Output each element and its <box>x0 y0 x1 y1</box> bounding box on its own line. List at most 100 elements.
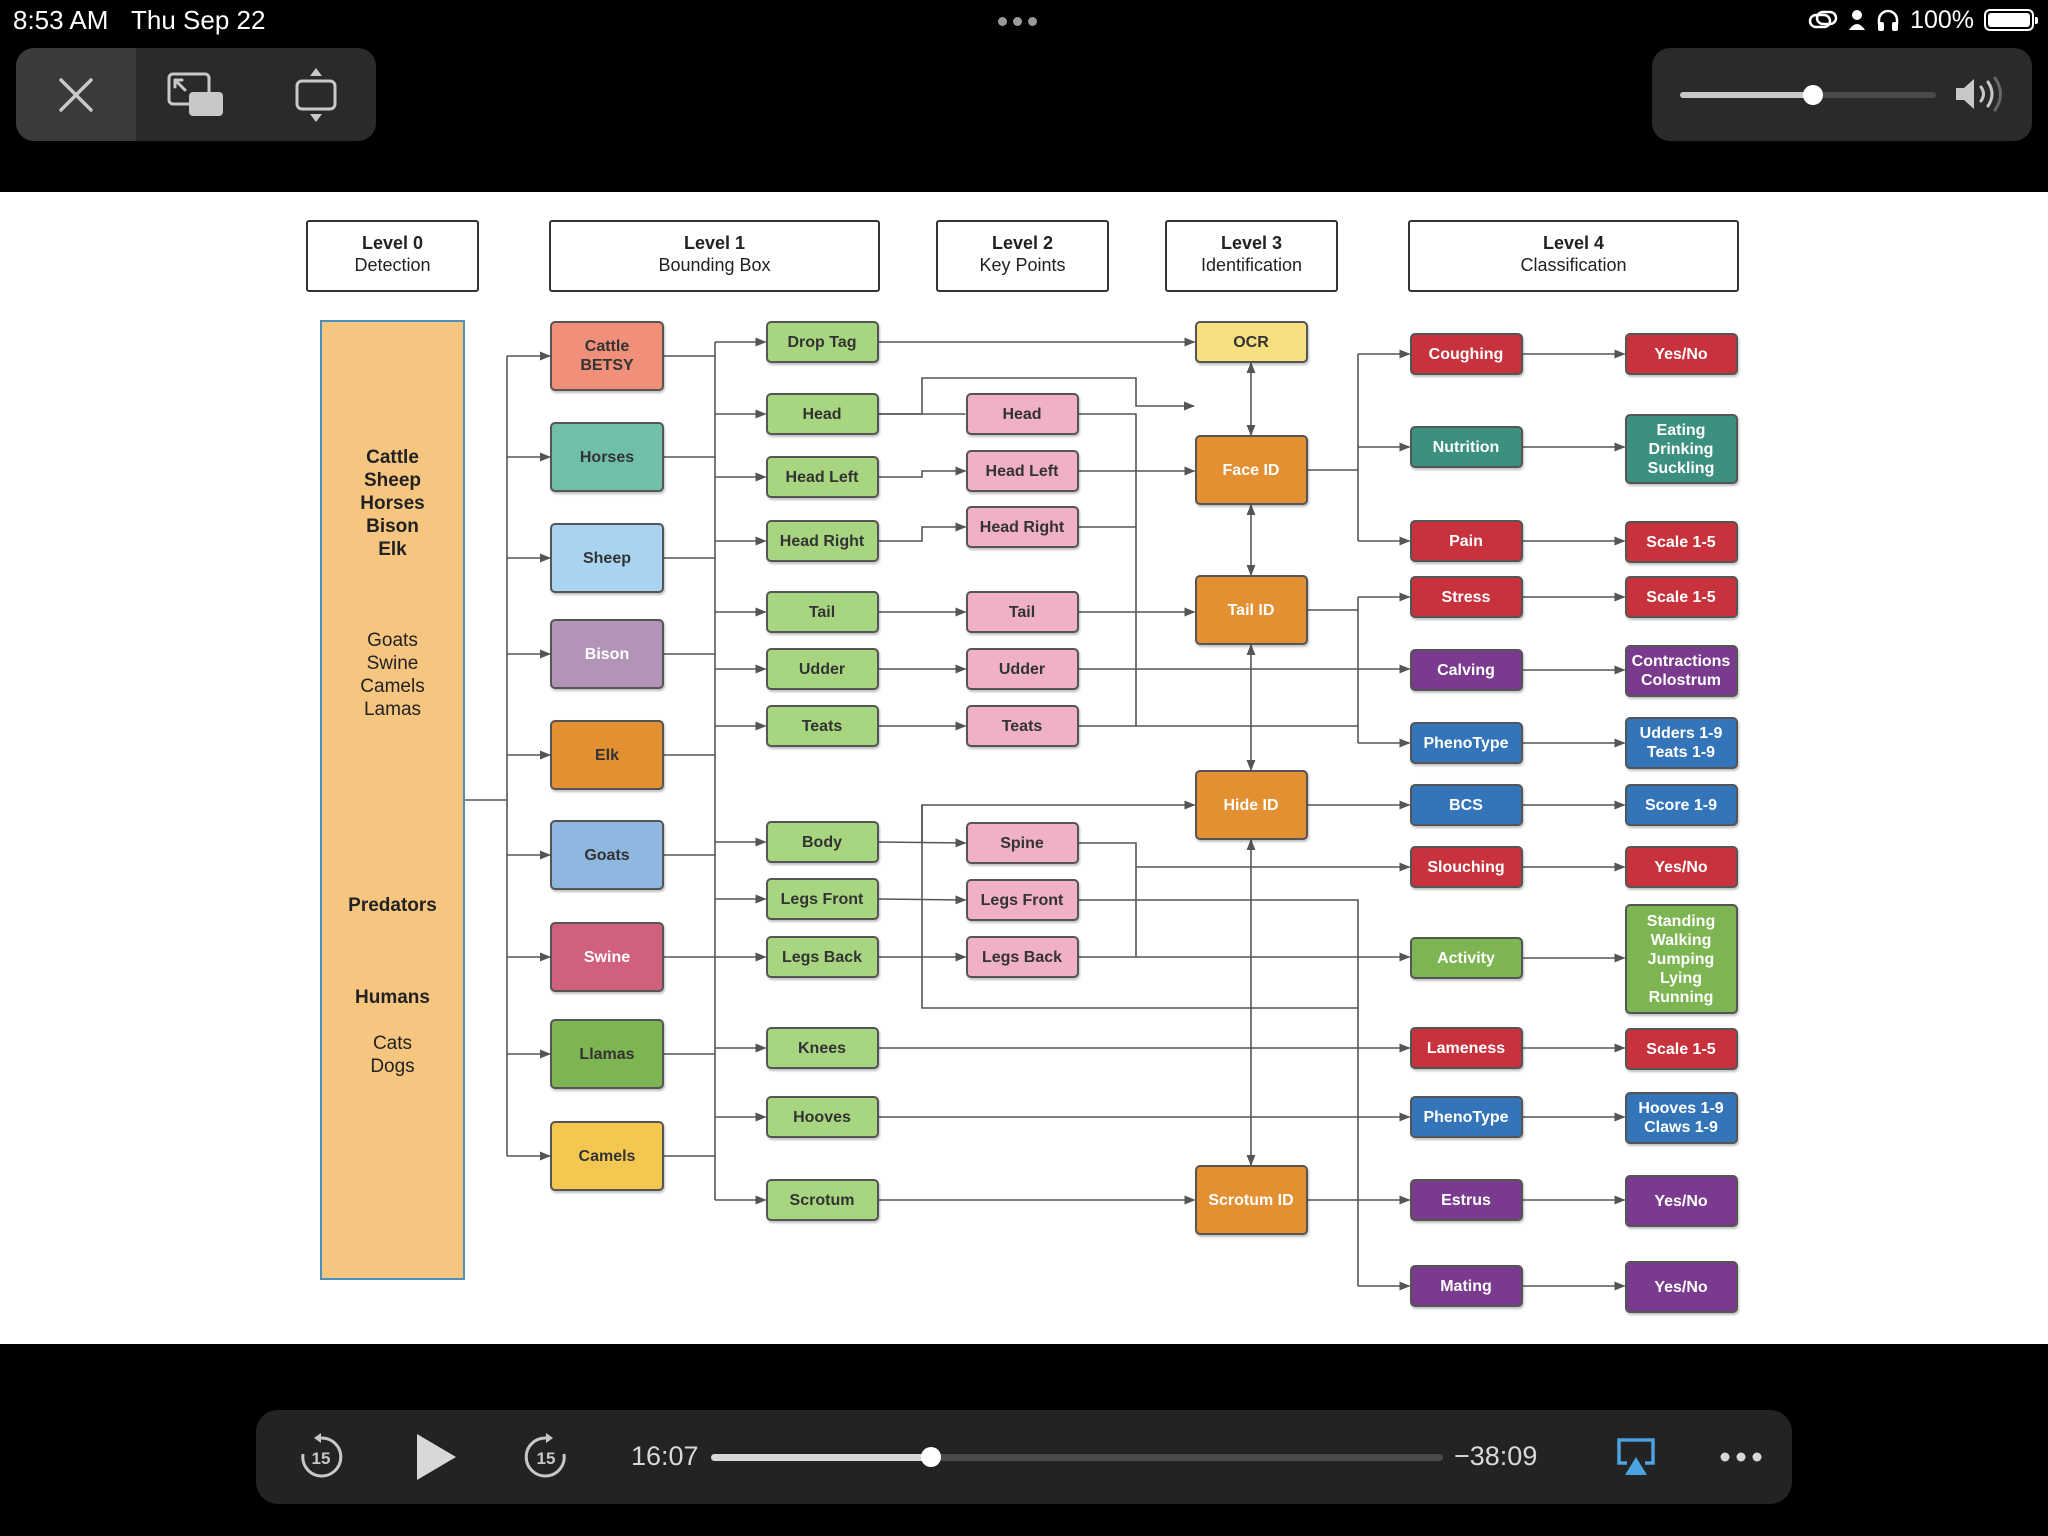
node-label: Udders 1-9 Teats 1-9 <box>1639 725 1723 761</box>
node-head1: Head <box>765 393 879 435</box>
node-label: Legs Front <box>780 890 864 908</box>
node-label: Mating <box>1440 1277 1492 1295</box>
node-phenotype2: PhenoType <box>1409 1096 1523 1138</box>
node-label: Knees <box>797 1039 847 1057</box>
level0-item: Bison <box>366 516 419 537</box>
level0-item: Cats <box>372 1033 413 1054</box>
node-tail1: Tail <box>765 591 879 633</box>
node-label: Spine <box>1000 834 1044 852</box>
scrubber-fill <box>711 1454 931 1461</box>
node-label: PhenoType <box>1423 1108 1509 1126</box>
node-label: BCS <box>1449 796 1483 814</box>
node-label: Legs Front <box>980 891 1064 909</box>
connector <box>878 466 967 478</box>
node-headright2: Head Right <box>965 506 1079 548</box>
node-head2: Head <box>965 393 1079 435</box>
node-activity: Activity <box>1409 937 1523 979</box>
node-body: Body <box>765 821 879 863</box>
aspect-fill-button[interactable] <box>256 48 376 141</box>
node-cattle: Cattle BETSY <box>550 321 664 391</box>
node-legsback1: Legs Back <box>765 936 879 978</box>
node-tailid: Tail ID <box>1194 575 1308 645</box>
scrubber[interactable] <box>711 1447 1443 1467</box>
playback-controls: 15 15 16:07 −38:09 <box>256 1410 1792 1504</box>
skip-back-seconds: 15 <box>312 1449 331 1468</box>
airplay-icon <box>1617 1438 1655 1475</box>
node-label: Standing Walking Jumping Lying Running <box>1646 912 1716 1006</box>
node-label: Pain <box>1449 532 1483 550</box>
volume-knob[interactable] <box>1803 85 1824 105</box>
node-label: Scale 1-5 <box>1646 1040 1716 1058</box>
scrubber-knob[interactable] <box>920 1447 941 1467</box>
node-slouching: Slouching <box>1409 846 1523 888</box>
node-faceid: Face ID <box>1194 435 1308 505</box>
airplay-button[interactable] <box>1601 1410 1671 1504</box>
status-time: 8:53 AM <box>13 5 109 35</box>
more-options-button[interactable] <box>1706 1410 1776 1504</box>
level0-item: Cattle <box>366 447 419 468</box>
node-r_nutrition: Eating Drinking Suckling <box>1624 414 1738 484</box>
play-button[interactable] <box>396 1410 476 1504</box>
node-r_slouching: Yes/No <box>1624 846 1738 888</box>
node-label: Estrus <box>1441 1191 1491 1209</box>
level-header-subtitle: Bounding Box <box>658 255 771 275</box>
node-r_bcs: Score 1-9 <box>1624 784 1738 826</box>
node-label: Hooves 1-9 Claws 1-9 <box>1638 1100 1724 1136</box>
skip-back-button[interactable]: 15 <box>286 1410 356 1504</box>
node-r_pain: Scale 1-5 <box>1624 521 1738 563</box>
node-label: Eating Drinking Suckling <box>1647 421 1715 477</box>
node-label: Score 1-9 <box>1644 796 1718 814</box>
close-button[interactable] <box>16 48 136 141</box>
level0-item: Sheep <box>363 470 422 491</box>
level-header-title: Level 4 <box>1542 233 1605 253</box>
battery-icon <box>1984 9 2038 31</box>
node-llamas: Llamas <box>550 1019 664 1089</box>
node-hooves: Hooves <box>765 1096 879 1138</box>
node-label: Coughing <box>1428 345 1504 363</box>
speaker-volume-icon <box>1956 76 2002 112</box>
level0-item: Horses <box>360 493 425 514</box>
level-header-title: Level 1 <box>683 233 746 253</box>
skip-forward-button[interactable]: 15 <box>511 1410 581 1504</box>
picture-in-picture-button[interactable] <box>136 48 256 141</box>
aspect-fill-icon <box>295 67 337 122</box>
node-r_phenotype2: Hooves 1-9 Claws 1-9 <box>1624 1092 1738 1144</box>
node-label: Horses <box>579 448 635 466</box>
node-label: Slouching <box>1427 858 1505 876</box>
node-nutrition: Nutrition <box>1409 426 1523 468</box>
node-scrotum: Scrotum <box>765 1179 879 1221</box>
level-header-subtitle: Key Points <box>979 255 1066 275</box>
node-bison: Bison <box>550 619 664 689</box>
skip-forward-seconds: 15 <box>537 1449 556 1468</box>
remaining-time: −38:09 <box>1454 1441 1538 1471</box>
node-sheep: Sheep <box>550 523 664 593</box>
multitasking-dots-icon[interactable] <box>998 13 1046 27</box>
node-r_lameness: Scale 1-5 <box>1624 1028 1738 1070</box>
connector <box>1078 413 1137 726</box>
level0-item: Camels <box>360 676 425 697</box>
node-label: Contractions Colostrum <box>1631 653 1731 689</box>
node-teats2: Teats <box>965 705 1079 747</box>
node-droptag: Drop Tag <box>765 321 879 363</box>
node-spine: Spine <box>965 822 1079 864</box>
elapsed-time: 16:07 <box>631 1441 699 1471</box>
node-label: Head Left <box>985 462 1059 480</box>
node-label: Cattle BETSY <box>580 338 634 374</box>
node-legsfront2: Legs Front <box>965 879 1079 921</box>
node-headright1: Head Right <box>765 520 879 562</box>
node-udder1: Udder <box>765 648 879 690</box>
node-legsfront1: Legs Front <box>765 878 879 920</box>
level0-group: Humans <box>322 986 463 1009</box>
node-r_coughing: Yes/No <box>1624 333 1738 375</box>
node-label: Elk <box>594 746 619 764</box>
node-legsback2: Legs Back <box>965 936 1079 978</box>
connector <box>878 522 967 542</box>
node-r_estrus: Yes/No <box>1624 1175 1738 1227</box>
node-camels: Camels <box>550 1121 664 1191</box>
node-label: Activity <box>1437 949 1495 967</box>
volume-slider[interactable] <box>1680 85 1936 105</box>
connector <box>1078 842 1137 957</box>
more-icon <box>1720 1452 1762 1462</box>
